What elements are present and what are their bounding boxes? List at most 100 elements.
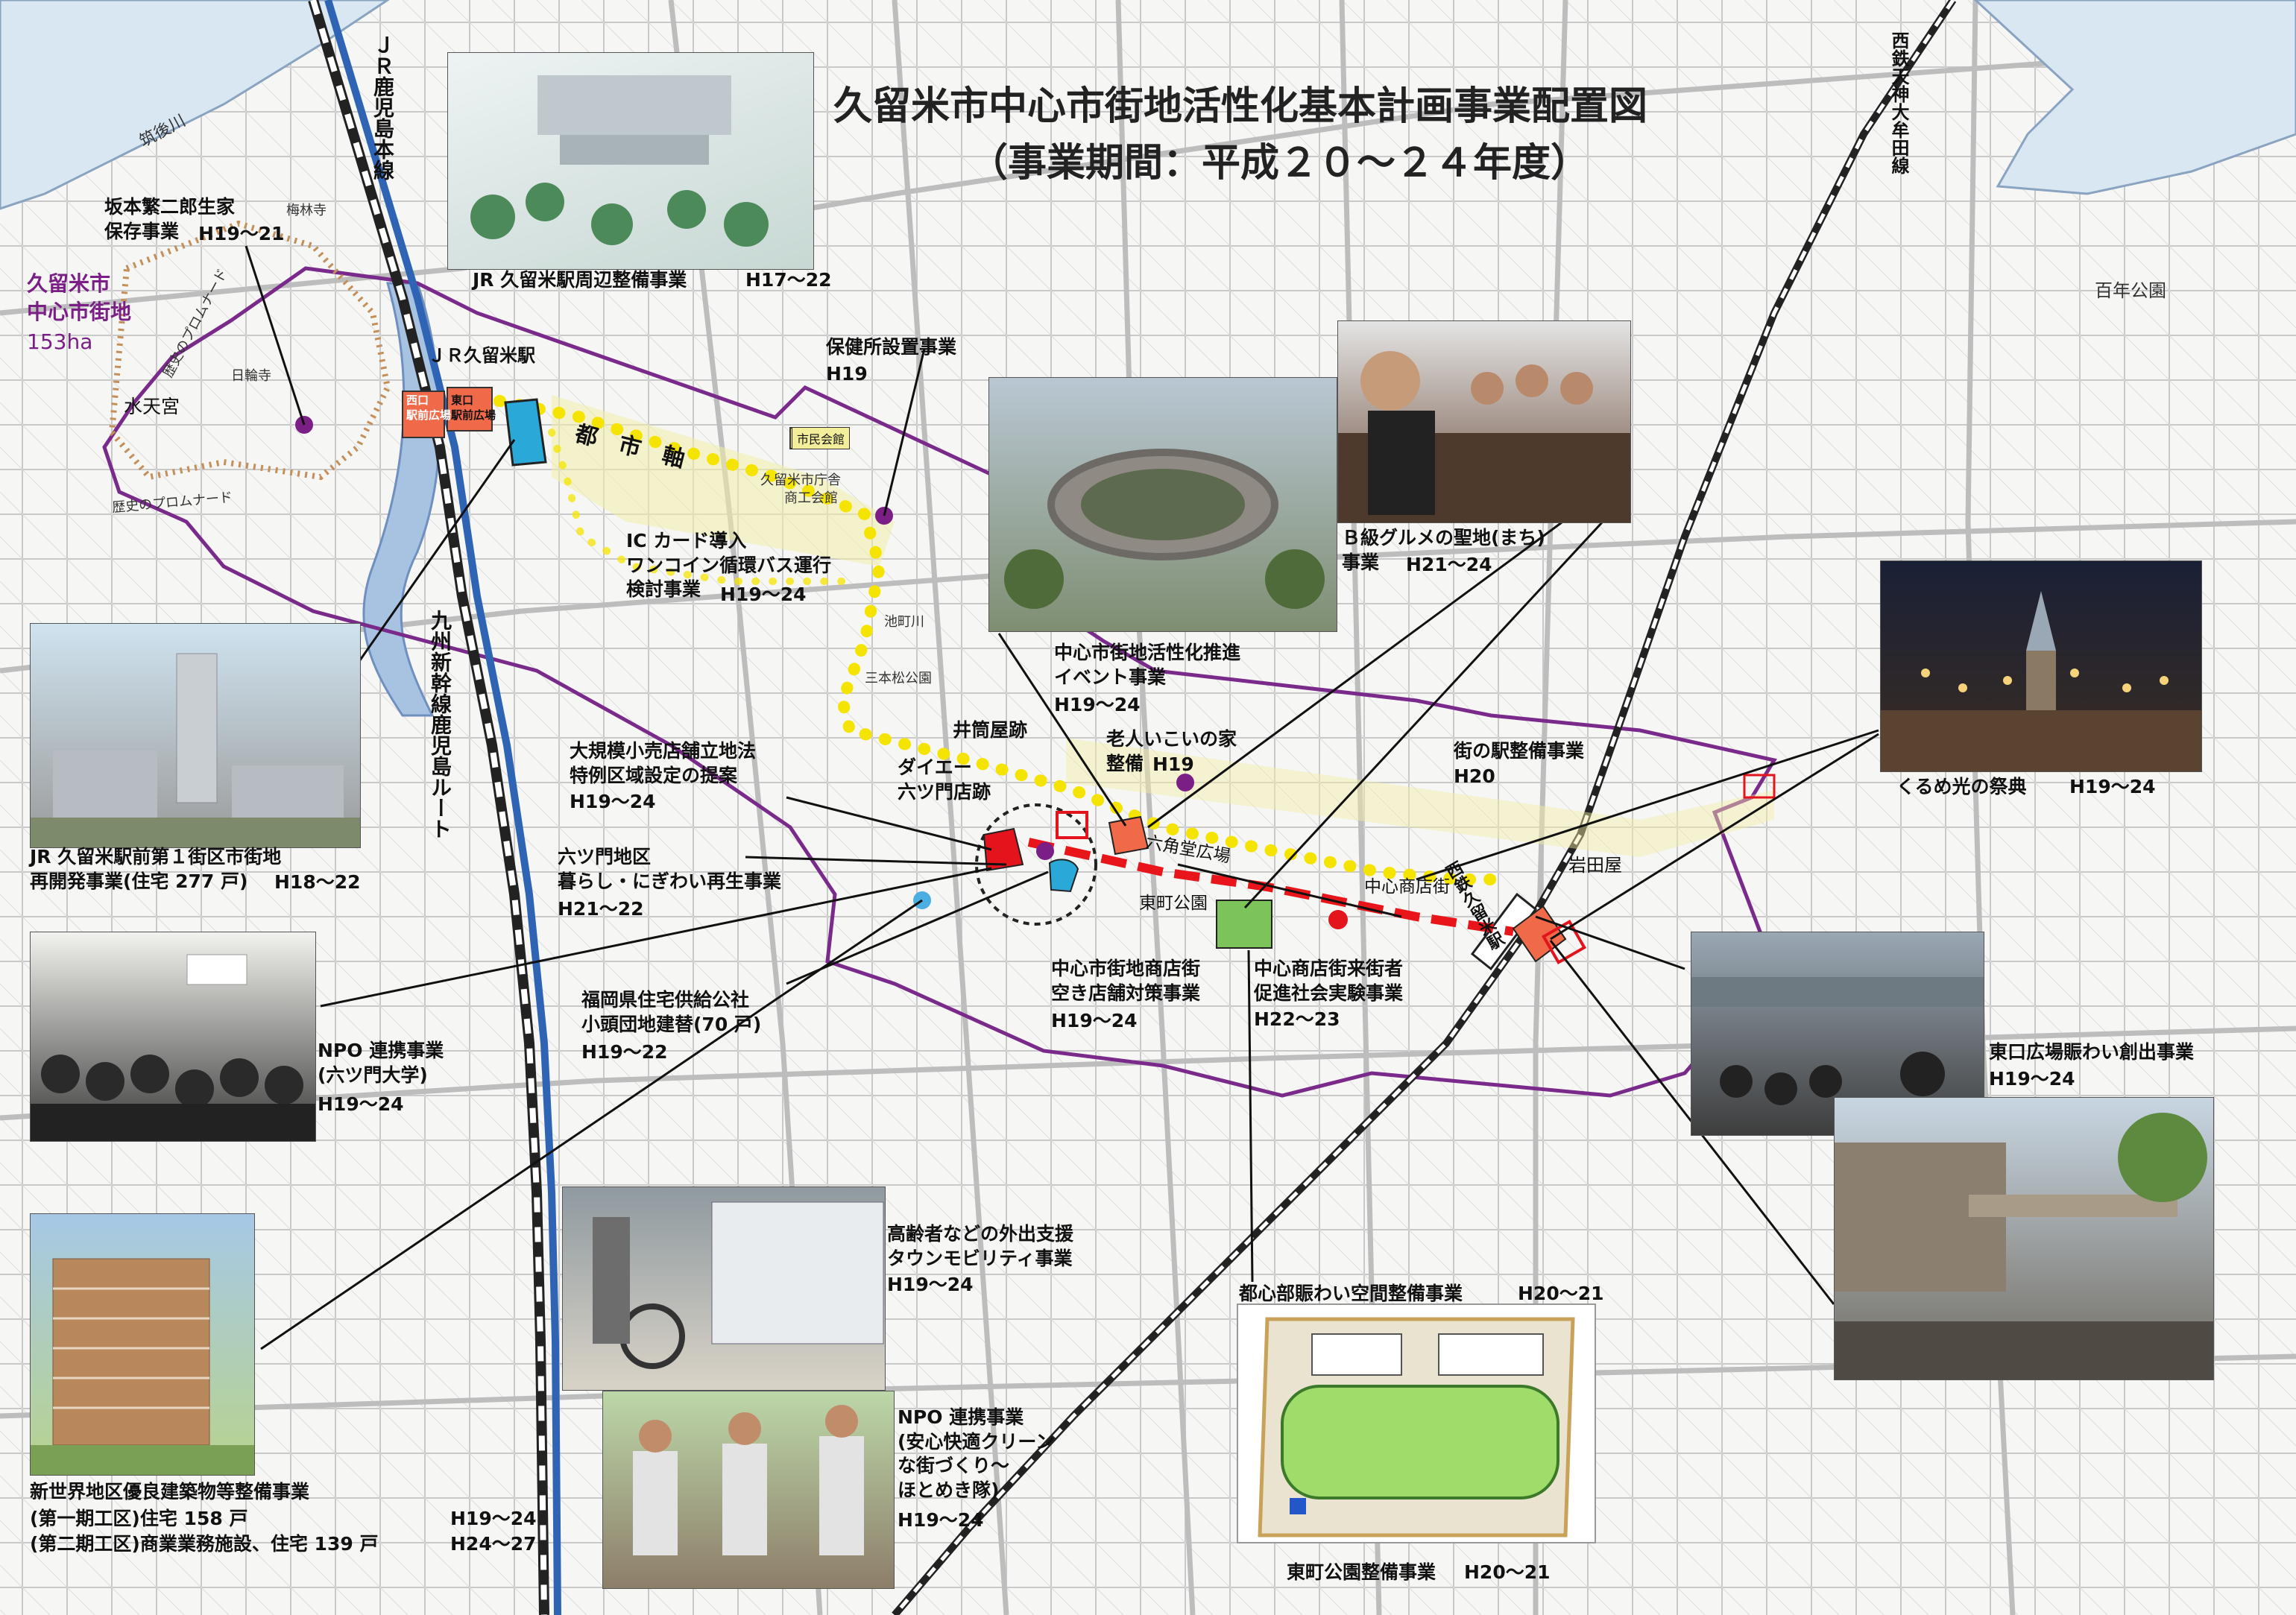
kenjutaku-name: 福岡県住宅供給公社 小頭団地建替(70 戸)	[581, 989, 762, 1035]
jr-station-area-period: H17～22	[745, 269, 832, 291]
jr-redevelop-rendering	[30, 623, 361, 848]
toshinbu-period: H20～21	[1518, 1283, 1604, 1304]
rokutsumon-dot	[1036, 842, 1054, 860]
social-exp-period: H22～23	[1254, 1008, 1340, 1030]
hyakunen-park-label: 百年公園	[2095, 280, 2166, 301]
sakamoto-period: H19～21	[198, 223, 285, 244]
town-mobility-photo	[562, 1186, 886, 1391]
map-subtitle: （事業期間：平成２０～２４年度）	[969, 141, 1590, 186]
higashimachi-park-block	[1216, 900, 1272, 949]
red-shopping-route	[1027, 838, 1514, 936]
npo-university-period: H19～24	[318, 1093, 404, 1115]
ic-card-name: IC カード導入 ワンコイン循環バス運行 検討事業	[626, 530, 832, 600]
higashimachi-park-plan	[1237, 1303, 1596, 1543]
east-corridor	[1066, 738, 1774, 857]
leader-lines	[245, 245, 1879, 1350]
sakamoto-name: 坂本繁二郎生家 保存事業	[104, 196, 236, 242]
kenjutaku-period: H19～22	[581, 1041, 668, 1063]
yellow-bus-route-branch	[548, 429, 846, 585]
ic-card-period: H19～24	[720, 584, 807, 605]
large-store-name: 大規模小売店舗立地法 特例区域設定の提案	[570, 740, 757, 786]
b-gourmet-photo	[1337, 320, 1631, 523]
nishitetsu-east-plaza-block	[1512, 905, 1567, 963]
shinkansen-line	[324, 0, 561, 1615]
elderly-house-dot	[1176, 774, 1194, 791]
toshinbu-name: 都心部賑わい空間整備事業	[1239, 1283, 1463, 1304]
vacant-store-name: 中心市街地商店街 空き店舗対策事業	[1051, 958, 1201, 1004]
jr-station-area-rendering	[447, 52, 814, 270]
hikari-festival-photo	[1880, 560, 2202, 772]
ikemachi-river-label: 池町川	[884, 614, 924, 630]
izutsuya-label: 井筒屋跡	[953, 719, 1028, 741]
hotomeki-period: H19～24	[898, 1509, 984, 1531]
shinkansen-line-label: 九州新幹線鹿児島ルート	[428, 610, 452, 839]
iwataya-label: 岩田屋	[1568, 855, 1622, 876]
rokutsumon-period: H21～22	[558, 898, 644, 920]
river	[0, 0, 390, 210]
daiei-block	[983, 827, 1024, 872]
shinsekai-row1-label: (第一期工区)住宅 158 戸	[30, 1508, 248, 1529]
jr-station-area-name: JR 久留米駅周辺整備事業	[473, 269, 687, 291]
b-gourmet-name: Ｂ級グルメの聖地(まち) 事業	[1342, 527, 1545, 573]
central-area-size: 153ha	[27, 329, 93, 354]
npo-university-photo	[30, 932, 316, 1142]
hikari-period: H19～24	[2069, 776, 2156, 797]
bairinji-label: 梅林寺	[286, 203, 327, 218]
central-area-name: 久留米市 中心市街地	[27, 271, 132, 324]
michi-eki-dot	[1328, 910, 1348, 929]
town-mobility-period: H19～24	[887, 1274, 974, 1295]
map-title: 久留米市中心市街地活性化基本計画事業配置図	[833, 84, 1648, 129]
npo-university-name: NPO 連携事業 (六ツ門大学)	[318, 1040, 444, 1086]
iwataya-block	[1541, 919, 1587, 965]
rokutsumon-name: 六ツ門地区 暮らし・にぎわい再生事業	[558, 846, 782, 892]
east-exit-name: 東口広場賑わい創出事業	[1989, 1041, 2195, 1063]
hikari-name: くるめ光の祭典	[1896, 776, 2027, 797]
izutsuya-block	[1056, 811, 1088, 839]
shinsekai-name: 新世界地区優良建築物等整備事業	[30, 1481, 310, 1502]
jr-station-label: ＪＲ久留米駅	[428, 345, 535, 366]
elderly-house-name: 老人いこいの家 整備	[1106, 728, 1237, 774]
jr-kagoshima-line	[308, 0, 549, 1615]
chushin-shotengai-label: 中心商店街	[1364, 877, 1450, 897]
michi-eki-name: 街の駅整備事業	[1454, 740, 1585, 762]
nishitetsu-line-dash	[893, 0, 1955, 1615]
historical-promenade	[108, 220, 391, 481]
b-gourmet-period: H21～24	[1406, 554, 1492, 575]
daiei-label: ダイエー 六ツ門店跡	[898, 756, 991, 803]
nishitetsu-line-label: 西鉄天神大牟田線	[1888, 31, 1909, 174]
event-name: 中心市街地活性化推進 イベント事業	[1054, 642, 1241, 688]
city-hall-label: 久留米市庁舎	[760, 473, 841, 488]
east-plaza-photo	[1834, 1097, 2214, 1380]
large-store-period: H19～24	[570, 791, 656, 812]
shinsekai-row1-period: H19～24	[450, 1508, 537, 1529]
nichirinji-label: 日輪寺	[231, 368, 271, 384]
jr-redevelop-period: H18～22	[274, 871, 361, 893]
elderly-house-period: H19	[1152, 753, 1194, 775]
hotomeki-name: NPO 連携事業 (安心快適クリーン な街づくり～ ほとめき隊)	[898, 1406, 1055, 1501]
higashimachi-park-proj-name: 東町公園整備事業	[1287, 1561, 1436, 1583]
higashimachi-park-label: 東町公園	[1139, 894, 1208, 913]
east-exit-period: H19～24	[1989, 1068, 2075, 1090]
west-exit-plaza-block	[402, 391, 445, 438]
sanbonmatsu-park-label: 三本松公園	[865, 671, 932, 686]
shinsekai-row2-period: H24～27	[450, 1533, 537, 1555]
nishitetsu-station-platform	[1470, 892, 1538, 971]
east-exit-plaza-label: 東口 駅前広場	[451, 394, 496, 422]
health-center-name: 保健所設置事業	[826, 336, 957, 358]
rokutsumon-circle	[975, 803, 1097, 926]
event-plaza-photo	[988, 377, 1337, 632]
jr-redevelop-name: JR 久留米駅前第１街区市街地 再開発事業(住宅 277 戸)	[30, 846, 282, 892]
kenjutaku-block	[1048, 859, 1079, 893]
rokkakudo-block	[1108, 815, 1149, 856]
east-edge-block	[1743, 774, 1776, 799]
shimin-kaikan-label: 市民会館	[792, 427, 851, 449]
suitengu-label: 水天宮	[124, 396, 180, 417]
river-northeast	[1973, 0, 2296, 195]
hotomeki-photo	[602, 1391, 895, 1589]
michi-eki-period: H20	[1454, 765, 1495, 787]
shinsekai-rendering	[30, 1213, 255, 1476]
health-center-period: H19	[826, 363, 868, 385]
social-exp-name: 中心商店街来街者 促進社会実験事業	[1254, 958, 1404, 1004]
vacant-store-period: H19～24	[1051, 1010, 1138, 1031]
event-period: H19～24	[1054, 694, 1141, 715]
